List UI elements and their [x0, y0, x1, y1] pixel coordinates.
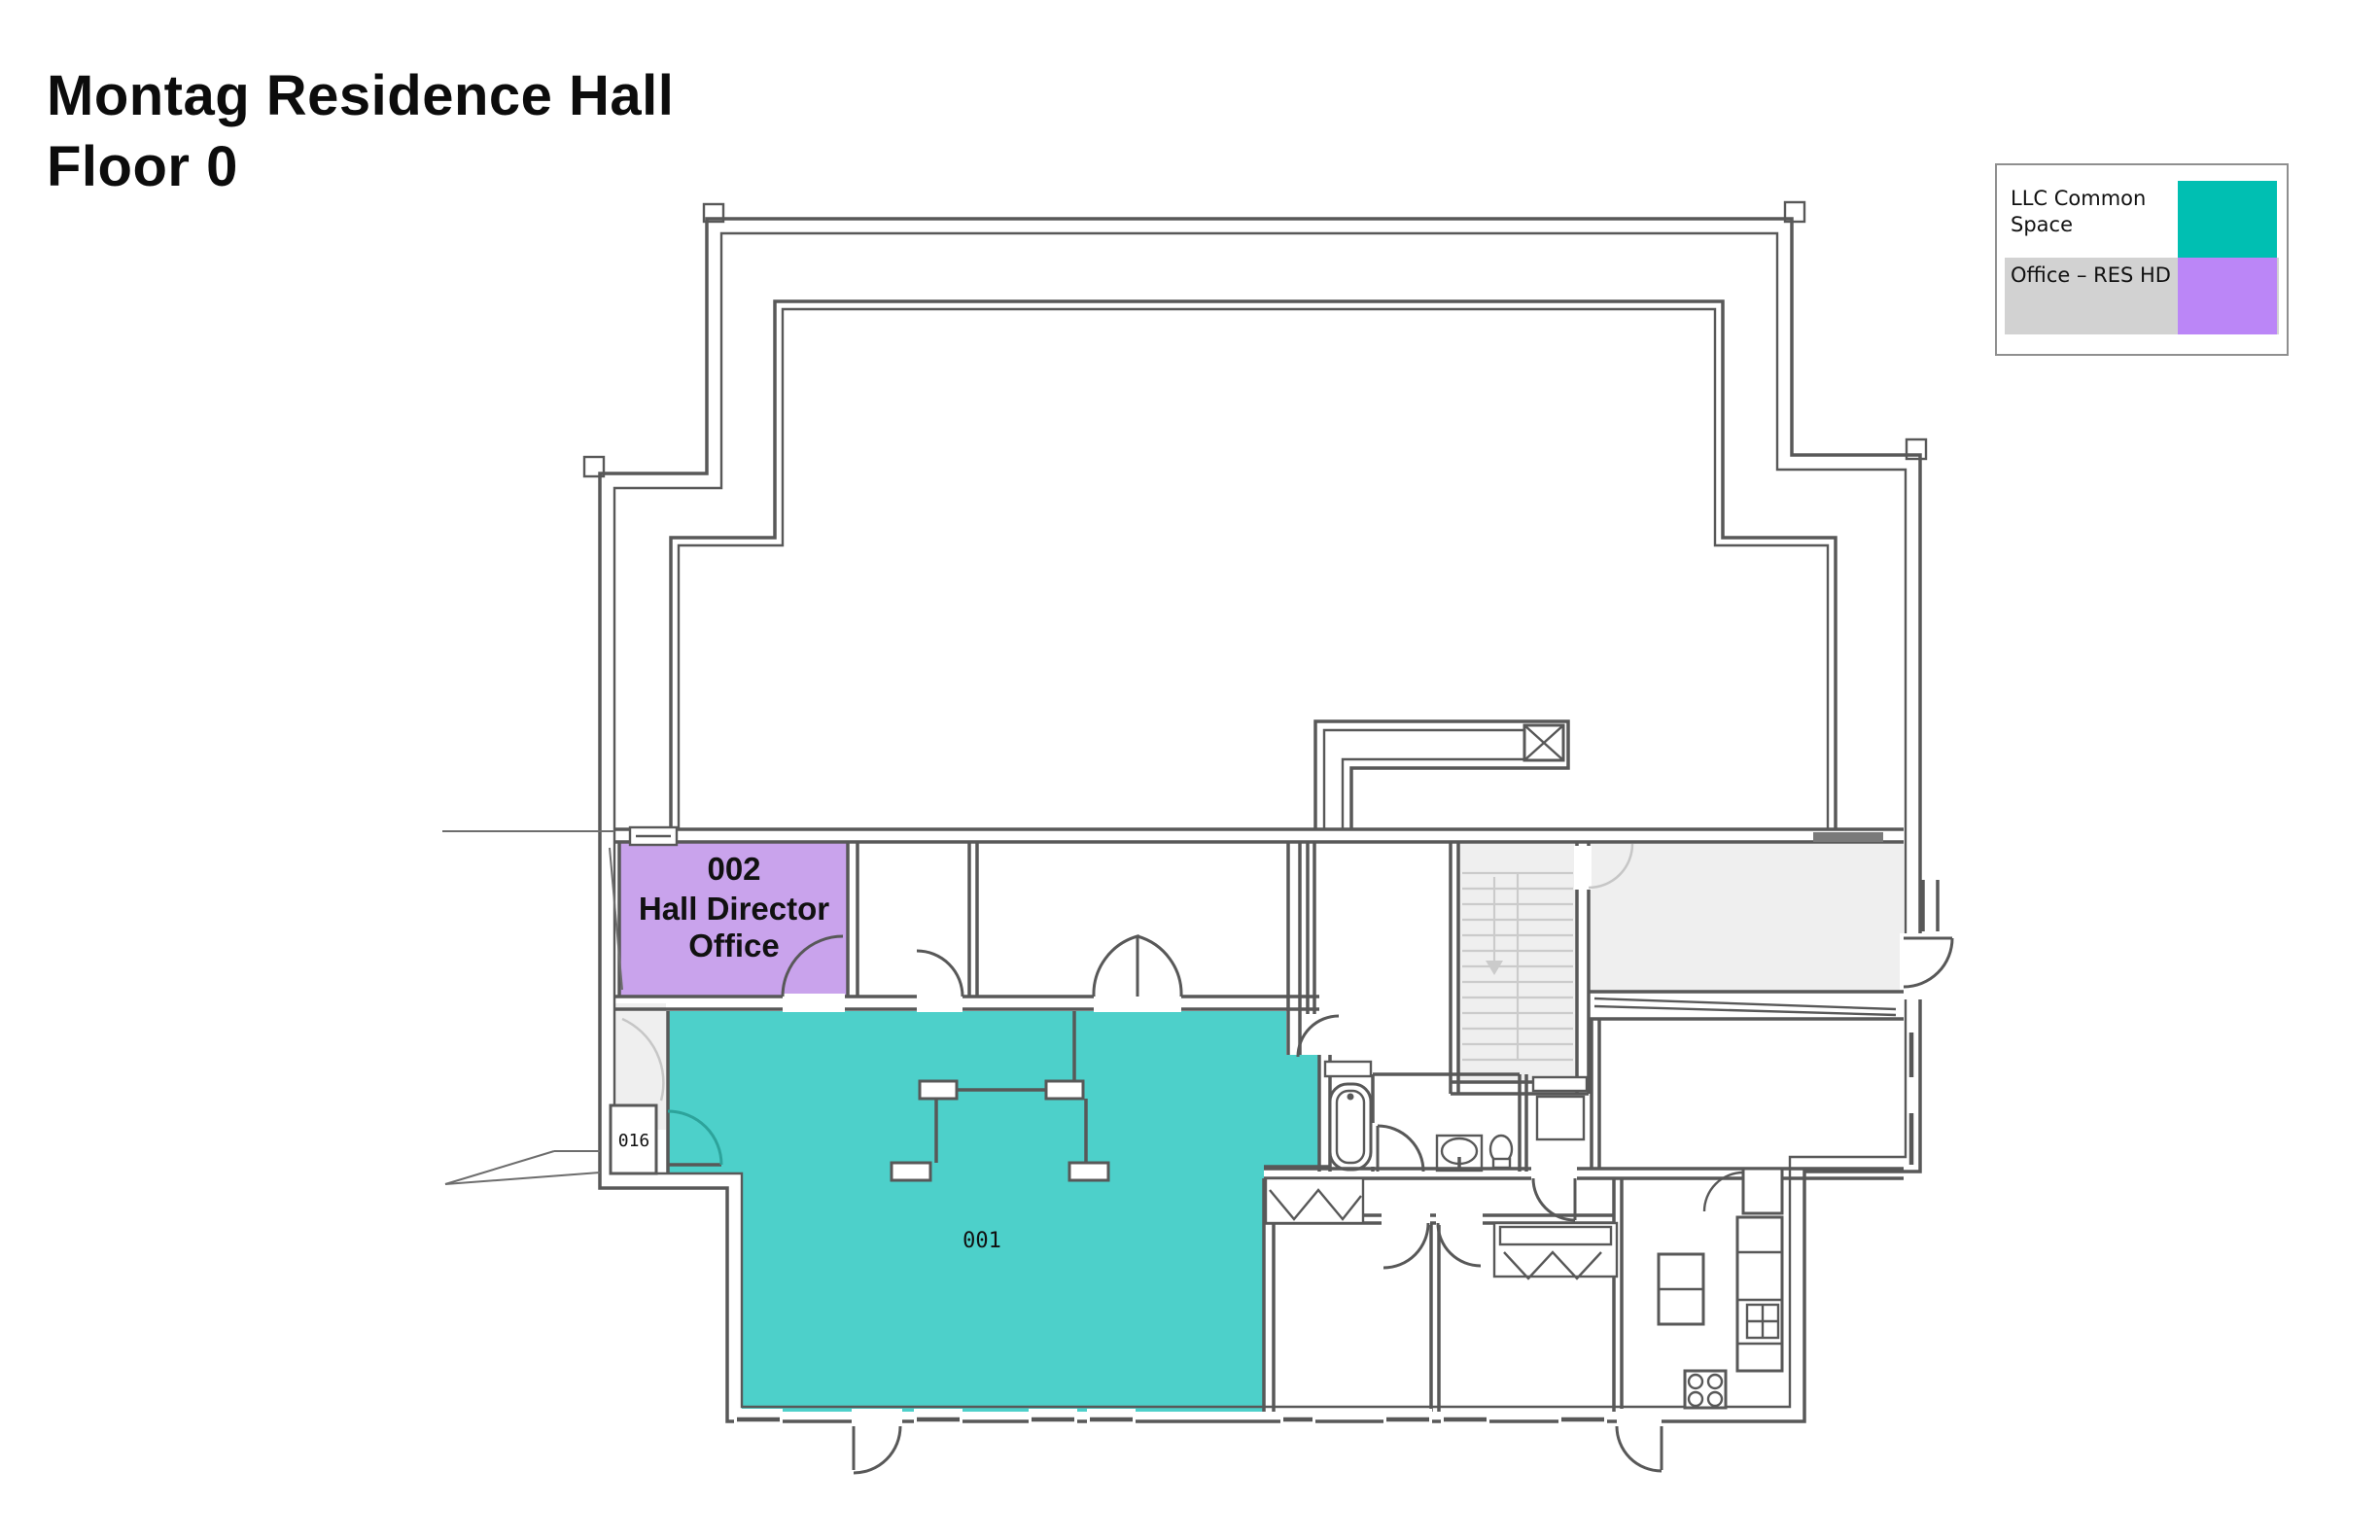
room-002-name-line2: Office: [688, 928, 780, 963]
room-002-number: 002: [707, 851, 760, 887]
room-001-furniture: [890, 1011, 1110, 1182]
duct-chase: [1313, 719, 1570, 829]
building-name: Montag Residence Hall: [47, 64, 675, 127]
legend-label: LLC Common Space: [2011, 187, 2147, 236]
room-002-name-line1: Hall Director: [639, 891, 829, 927]
stair-down-arrow: [1486, 961, 1503, 975]
stair-treads: [1462, 871, 1573, 1062]
courtyard-wall: [669, 299, 1838, 829]
closet-shelf: [1531, 1075, 1589, 1093]
kitchen: [1657, 1167, 1784, 1410]
bathroom: [1323, 1019, 1601, 1172]
bottom-windows: [734, 1409, 1663, 1475]
room-016-number: 016: [618, 1131, 650, 1151]
left-entry: [609, 847, 665, 1102]
shelf: [1323, 1060, 1373, 1078]
band-doors: [781, 843, 1634, 1058]
corridor-walls: [614, 827, 1904, 1096]
closet-left: [1264, 1176, 1365, 1225]
room-002-area: [619, 842, 848, 997]
window-bar-vestibule: [1813, 832, 1883, 842]
entry-vestibule: [1589, 842, 1904, 994]
window-002: [628, 825, 679, 847]
floor-name: Floor 0: [47, 135, 238, 198]
page-title: Montag Residence Hall Floor 0: [47, 60, 674, 202]
toilet: [1488, 1134, 1514, 1170]
room-016: [609, 1103, 723, 1175]
legend-row-llc-common-space: LLC Common Space: [2005, 181, 2279, 258]
building-outline: [582, 200, 1928, 1423]
door-arc-016: [667, 1109, 723, 1166]
legend: LLC Common Space Office – RES HD: [1995, 163, 2289, 356]
fridge-door-arc: [1702, 1171, 1744, 1212]
legend-label: Office – RES HD: [2011, 263, 2171, 287]
closet-box: [1535, 1095, 1586, 1141]
legend-row-office-res-hd: Office – RES HD: [2005, 258, 2279, 334]
legend-swatch-purple: [2178, 258, 2277, 334]
fridge: [1741, 1167, 1784, 1215]
room-001-number: 001: [962, 1229, 1001, 1253]
site-lines: [442, 830, 614, 1185]
legend-swatch-teal: [2178, 181, 2277, 258]
counter: [1735, 1215, 1784, 1373]
room-001-area: [668, 1011, 1319, 1412]
bottom-rooms: [1262, 1167, 1904, 1412]
vestibule-exit: [1589, 880, 1954, 1021]
